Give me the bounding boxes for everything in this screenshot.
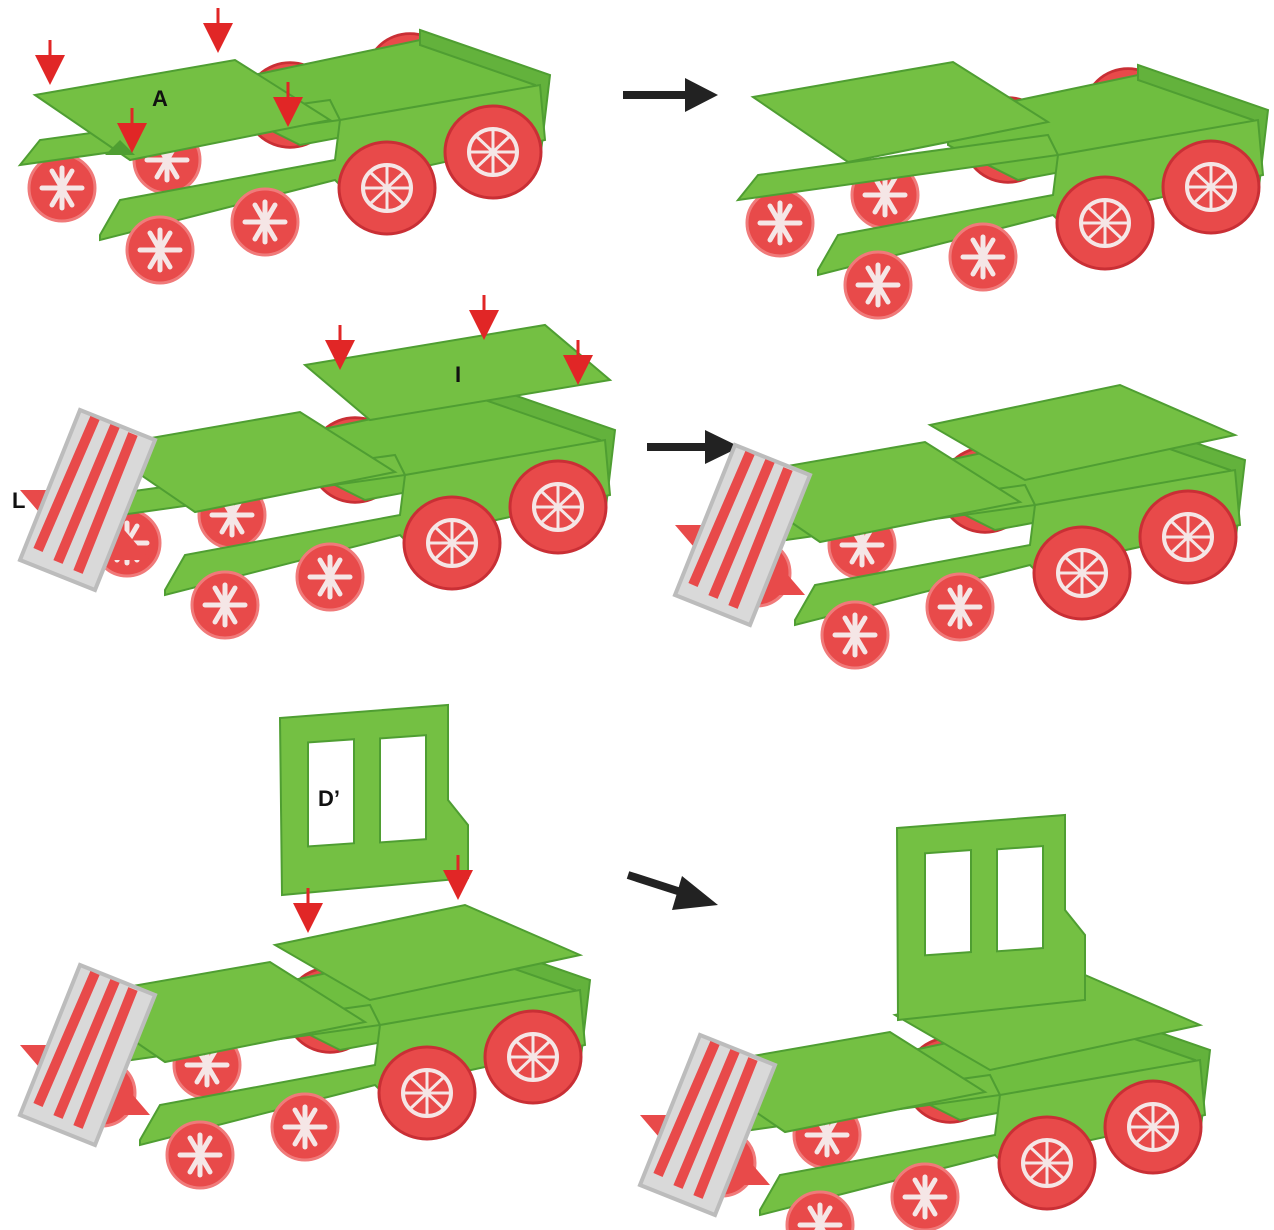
- door-frame-d-mounted: [897, 815, 1085, 1020]
- step2-before: [20, 325, 615, 638]
- right-arrow-icon: [647, 430, 740, 464]
- step3-before: [20, 905, 590, 1188]
- door-frame-d: [280, 705, 468, 895]
- label-l: L: [12, 488, 25, 513]
- label-i: I: [455, 362, 461, 387]
- label-a: A: [152, 86, 168, 111]
- step3-after: [640, 815, 1210, 1230]
- step2-after: [675, 385, 1245, 668]
- right-arrow-icon: [623, 78, 718, 112]
- step1-after: [738, 62, 1268, 318]
- label-d: D’: [318, 786, 340, 811]
- step1-before: A: [20, 8, 550, 283]
- right-arrow-icon: [628, 875, 718, 910]
